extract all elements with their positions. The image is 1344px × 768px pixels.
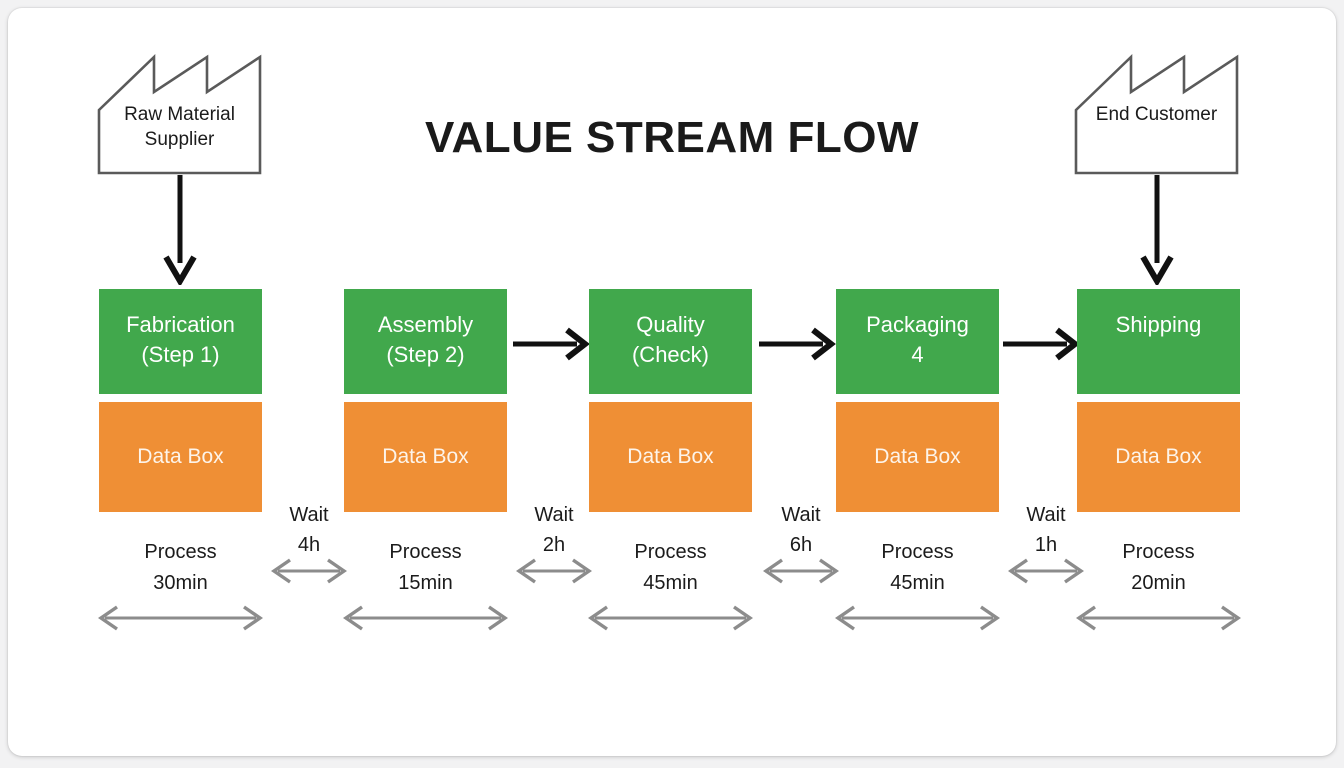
data-box-packaging[interactable]: Data Box xyxy=(836,402,999,512)
factory-icon xyxy=(1074,53,1239,175)
wait-label-2: Wait 2h xyxy=(534,504,574,556)
process-time-label-3: Process 45min xyxy=(634,541,707,594)
wait-arrow-1 xyxy=(270,558,348,584)
process-time-label-4: Process 45min xyxy=(881,541,954,594)
wait-label-4: Wait 1h xyxy=(1026,504,1066,556)
supplier-to-fabrication-arrow xyxy=(160,175,200,287)
process-box-assembly[interactable]: Assembly (Step 2) xyxy=(344,289,507,394)
wait-arrow-4 xyxy=(1007,558,1085,584)
page-title: VALUE STREAM FLOW xyxy=(424,113,920,162)
entity-supplier-label: Raw Material Supplier xyxy=(124,104,235,150)
process-time-arrow-5 xyxy=(1075,605,1242,631)
entity-supplier: Raw Material Supplier xyxy=(97,50,262,175)
entity-customer: End Customer xyxy=(1074,50,1239,175)
process-time-label-5: Process 20min xyxy=(1122,541,1195,594)
data-box-shipping[interactable]: Data Box xyxy=(1077,402,1240,512)
process-time-arrow-1 xyxy=(97,605,264,631)
process-time-arrow-3 xyxy=(587,605,754,631)
data-box-quality[interactable]: Data Box xyxy=(589,402,752,512)
wait-label-1: Wait 4h xyxy=(289,504,329,556)
process-time-label-2: Process 15min xyxy=(389,541,462,594)
process-box-quality[interactable]: Quality (Check) xyxy=(589,289,752,394)
data-box-fabrication[interactable]: Data Box xyxy=(99,402,262,512)
customer-to-shipping-arrow xyxy=(1137,175,1177,287)
factory-icon xyxy=(97,53,262,175)
process-time-arrow-4 xyxy=(834,605,1001,631)
process-box-packaging[interactable]: Packaging 4 xyxy=(836,289,999,394)
process-time-arrow-2 xyxy=(342,605,509,631)
wait-label-3: Wait 6h xyxy=(781,504,821,556)
flow-arrow-assembly-to-quality xyxy=(511,327,591,361)
wait-arrow-3 xyxy=(762,558,840,584)
process-time-label-1: Process 30min xyxy=(144,541,217,594)
entity-customer-label: End Customer xyxy=(1095,104,1218,125)
wait-arrow-2 xyxy=(515,558,593,584)
flow-arrow-quality-to-packaging xyxy=(757,327,837,361)
flow-arrow-packaging-to-shipping xyxy=(1001,327,1081,361)
process-box-shipping[interactable]: Shipping xyxy=(1077,289,1240,394)
process-box-fabrication[interactable]: Fabrication (Step 1) xyxy=(99,289,262,394)
data-box-assembly[interactable]: Data Box xyxy=(344,402,507,512)
